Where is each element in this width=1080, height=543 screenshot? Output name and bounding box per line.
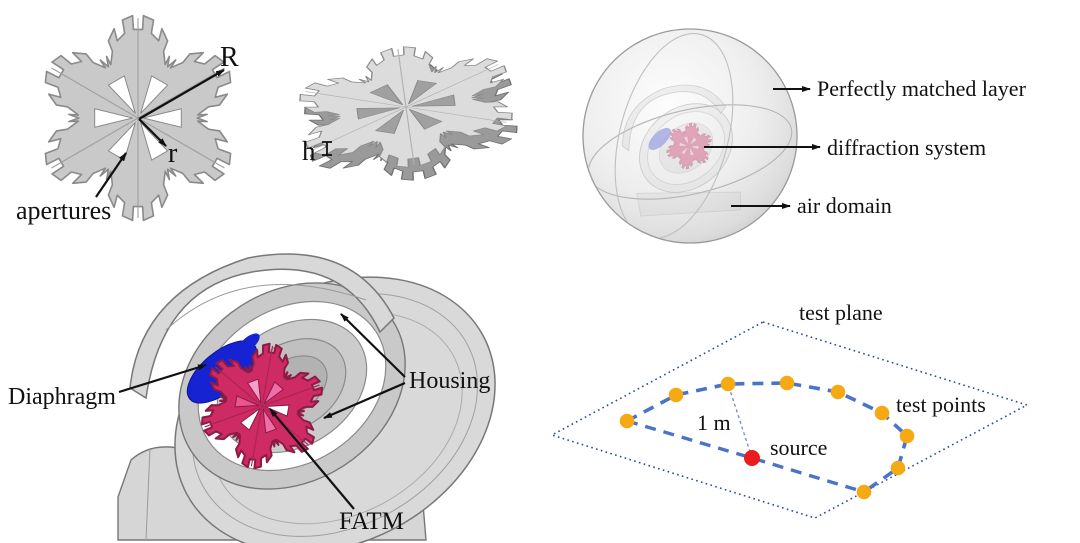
test-point-dot bbox=[720, 376, 736, 392]
test-point-dot bbox=[890, 460, 906, 476]
thickness-h-label: h bbox=[302, 136, 316, 166]
simulation-domain bbox=[582, 28, 798, 244]
housing-arrow-lower bbox=[323, 381, 406, 420]
diaphragm-arrow bbox=[118, 363, 207, 394]
thickness-mark bbox=[322, 141, 332, 156]
source-dot bbox=[744, 450, 760, 466]
fractal-plate-2d bbox=[44, 14, 232, 222]
one-meter-line bbox=[727, 383, 753, 459]
diffraction-system-label: diffraction system bbox=[827, 135, 986, 160]
test-point-dot bbox=[856, 484, 872, 500]
radial-ridge-line bbox=[51, 67, 139, 119]
aperture-triangle bbox=[143, 108, 182, 128]
test-point-dot bbox=[899, 428, 915, 444]
aperture-triangle bbox=[94, 108, 133, 128]
test-point-dot bbox=[619, 413, 635, 429]
radial-ridge-line bbox=[137, 117, 225, 169]
pml-sphere bbox=[582, 28, 798, 244]
test-points-group bbox=[619, 375, 915, 500]
fatm-arrow bbox=[269, 408, 355, 510]
radial-ridge-line bbox=[261, 384, 320, 407]
radial-ridge-line bbox=[214, 366, 263, 407]
radial-ridge-line bbox=[137, 67, 225, 119]
source-label: source bbox=[770, 435, 827, 460]
housing-label: Housing bbox=[409, 368, 490, 394]
aperture-triangle bbox=[107, 122, 136, 161]
aperture-triangle bbox=[234, 395, 260, 408]
device-model bbox=[117, 253, 496, 543]
test-plane-label: test plane bbox=[799, 300, 883, 325]
radial-ridge-line bbox=[397, 48, 407, 108]
aperture-triangle bbox=[411, 94, 456, 107]
aperture-triangle bbox=[239, 407, 261, 431]
radial-ridge-line bbox=[405, 64, 499, 108]
radial-ridge-line bbox=[261, 345, 274, 407]
test-point-dot bbox=[779, 375, 795, 391]
aperture-triangle bbox=[140, 75, 169, 114]
test-points-label: test points bbox=[896, 392, 986, 417]
apertures-label: apertures bbox=[16, 196, 111, 225]
aperture-triangle bbox=[408, 108, 443, 130]
test-point-dot bbox=[668, 387, 684, 403]
radius-r-label: r bbox=[168, 138, 178, 169]
radial-ridge-line bbox=[305, 91, 407, 108]
sector-chord-dashed bbox=[626, 419, 865, 494]
aperture-triangle bbox=[263, 381, 285, 405]
aperture-triangle bbox=[369, 84, 404, 106]
distance-1m-label: 1 m bbox=[697, 410, 731, 435]
radial-ridge-line bbox=[405, 106, 507, 123]
test-point-arc-dashed bbox=[626, 381, 910, 494]
radius-r-arrow bbox=[138, 118, 167, 147]
diaphragm-sliver bbox=[238, 333, 260, 353]
test-plane-panel bbox=[549, 321, 1030, 519]
aperture-triangle bbox=[140, 122, 169, 161]
aperture-triangle bbox=[374, 109, 404, 134]
aperture-triangle bbox=[356, 107, 401, 120]
radial-ridge-line bbox=[51, 117, 139, 169]
aperture-triangle bbox=[262, 408, 278, 434]
pml-label: Perfectly matched layer bbox=[817, 76, 1027, 101]
apertures-arrow bbox=[95, 152, 127, 198]
housing-arrow-upper bbox=[340, 313, 406, 378]
radius-R-label: R bbox=[220, 42, 239, 73]
test-point-dot bbox=[830, 384, 846, 400]
device-lid bbox=[129, 253, 395, 400]
test-point-dot bbox=[874, 405, 890, 421]
diaphragm-label: Diaphragm bbox=[8, 384, 116, 410]
radial-ridge-line bbox=[250, 405, 263, 467]
aperture-triangle bbox=[246, 378, 262, 404]
fatm-label: FATM bbox=[339, 508, 404, 535]
aperture-triangle bbox=[408, 80, 438, 105]
radius-R-arrow bbox=[138, 69, 225, 120]
fractal-plate-3d bbox=[299, 46, 518, 181]
radial-ridge-line bbox=[204, 405, 263, 428]
aperture-triangle bbox=[107, 75, 136, 114]
radial-ridge-line bbox=[405, 106, 415, 166]
air-domain-label: air domain bbox=[797, 193, 892, 218]
